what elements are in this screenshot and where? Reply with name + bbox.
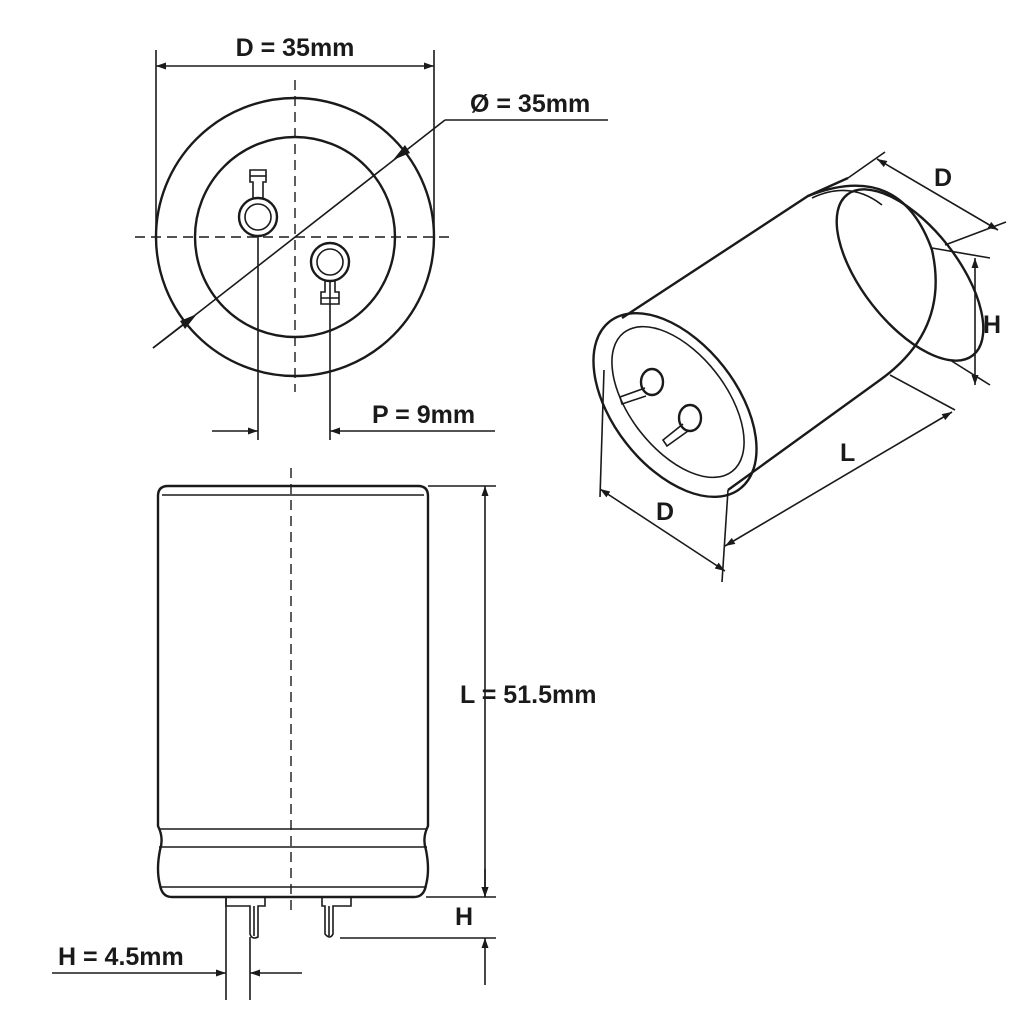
pitch-label: P = 9mm (372, 401, 475, 429)
iso-body-outline (621, 184, 937, 491)
diameter-label: Ø = 35mm (470, 90, 590, 118)
side-pin-left (225, 897, 266, 939)
iso-front-face (592, 311, 758, 499)
iso-diameter-bottom-dimension (599, 488, 726, 572)
iso-view: D H L D (592, 151, 1007, 583)
iso-diameter-top-label: D (934, 164, 952, 192)
iso-length-label: L (840, 439, 855, 467)
iso-diameter-bottom-label: D (656, 498, 674, 526)
pin-height-label: H = 4.5mm (58, 943, 184, 971)
iso-length-dimension (724, 411, 953, 547)
iso-terminal-1 (619, 367, 665, 406)
terminal-2 (309, 241, 351, 305)
pin-height-side-label: H (455, 903, 473, 931)
side-body-outline (156, 484, 430, 899)
side-pin-right (321, 897, 352, 938)
iso-terminal-2 (661, 403, 703, 448)
iso-diameter-top-dimension (876, 158, 999, 231)
side-view: L = 51.5mm H H = 4.5mm (52, 468, 596, 1000)
terminal-1 (237, 169, 279, 238)
iso-front-inner (611, 325, 745, 479)
length-label: L = 51.5mm (460, 681, 596, 709)
top-width-label: D = 35mm (236, 34, 355, 62)
top-view: D = 35mm Ø = 35mm P = 9mm (135, 34, 608, 440)
iso-height-label: H (983, 311, 1001, 339)
